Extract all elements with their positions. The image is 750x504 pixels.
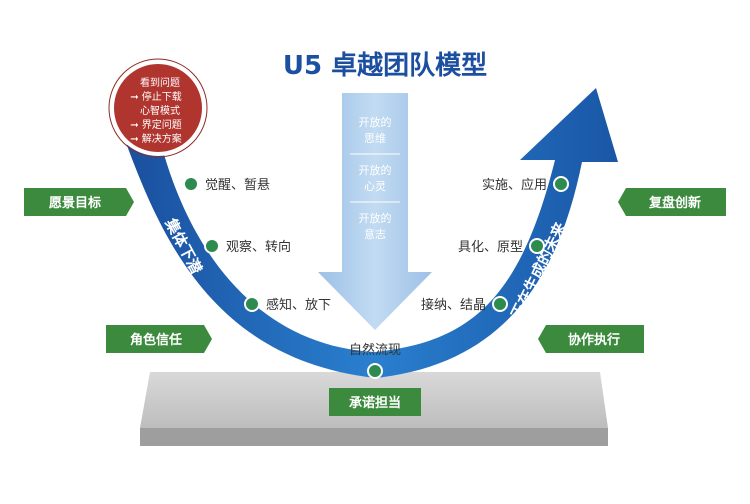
tag-collab: 协作执行 — [538, 325, 644, 353]
center-item-3-line1: 开放的 — [359, 211, 392, 225]
base-platform-front — [140, 428, 608, 446]
tag-role-label: 角色信任 — [130, 332, 182, 348]
node-bottom-label: 自然流现 — [349, 342, 401, 358]
node-left-1-label: 觉醒、暂悬 — [205, 178, 270, 193]
circle-line-5: ➞ 解决方案 — [130, 132, 182, 145]
problem-circle-ring — [108, 58, 208, 158]
center-item-1-line1: 开放的 — [359, 115, 392, 129]
circle-line-2: ➞ 停止下载 — [130, 90, 182, 103]
center-item-2-line1: 开放的 — [359, 163, 392, 177]
tag-vision: 愿景目标 — [24, 188, 134, 216]
center-item-3-line2: 意志 — [364, 227, 386, 241]
node-right-2-label: 具化、原型 — [458, 240, 523, 255]
tag-vision-label: 愿景目标 — [49, 195, 101, 211]
tag-collab-label: 协作执行 — [568, 332, 620, 348]
circle-line-4: ➞ 界定问题 — [130, 118, 182, 131]
node-left-3-label: 感知、放下 — [266, 297, 331, 313]
node-left-3 — [244, 296, 260, 312]
node-right-1 — [553, 176, 569, 192]
tag-review-label: 复盘创新 — [648, 195, 701, 211]
node-right-1-label: 实施、应用 — [482, 177, 547, 193]
tag-commit: 承诺担当 — [329, 388, 421, 416]
diagram-title: U5 卓越团队模型 — [283, 51, 487, 81]
circle-line-1: 看到问题 — [140, 76, 180, 89]
node-left-2 — [204, 238, 220, 254]
tag-review: 复盘创新 — [618, 188, 726, 216]
node-left-1 — [183, 176, 199, 192]
center-down-arrow — [318, 93, 432, 330]
tag-role: 角色信任 — [106, 325, 212, 353]
problem-circle — [110, 60, 206, 156]
center-item-1-line2: 思维 — [364, 132, 386, 145]
tag-commit-label: 承诺担当 — [349, 395, 401, 411]
node-left-2-label: 观察、转向 — [226, 239, 291, 255]
circle-line-3: 心智模式 — [140, 104, 180, 117]
center-item-2-line2: 心灵 — [364, 180, 386, 193]
node-right-2 — [529, 238, 545, 254]
node-bottom — [367, 363, 383, 379]
node-right-3-label: 接纳、结晶 — [421, 297, 486, 313]
node-right-3 — [492, 296, 508, 312]
